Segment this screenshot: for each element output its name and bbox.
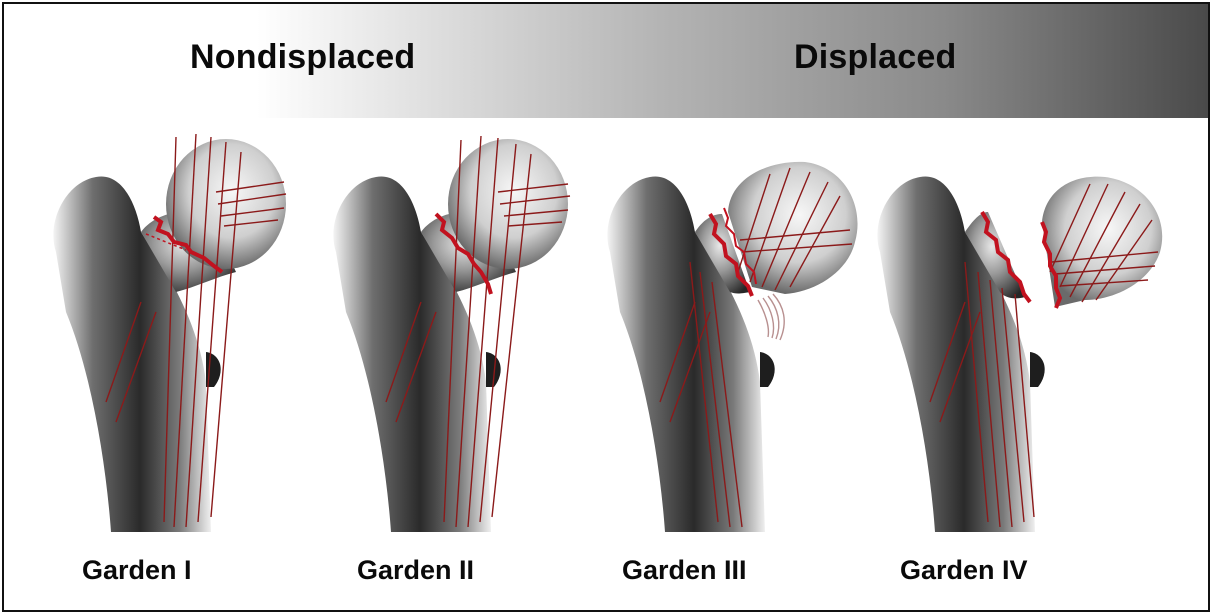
displaced-heading: Displaced [794,38,956,77]
garden-ii-label: Garden II [357,555,474,586]
retinacular-vessels [758,294,784,340]
garden-iii-label: Garden III [622,555,747,586]
femur-garden-i [46,122,346,542]
femoral-head [166,139,286,269]
garden-iv-figure [870,122,1170,542]
femur-garden-ii [326,122,626,542]
lesser-trochanter [760,352,775,387]
femoral-head [448,139,568,269]
garden-i-figure [46,122,346,542]
femoral-head-displaced [728,162,858,294]
femur-garden-iii [600,122,900,542]
lesser-trochanter [1030,352,1045,387]
greater-trochanter [877,176,1035,532]
garden-ii-figure [326,122,626,542]
nondisplaced-heading: Nondisplaced [190,38,415,77]
femur-garden-iv [870,122,1170,542]
garden-iv-label: Garden IV [900,555,1028,586]
garden-iii-figure [600,122,900,542]
displacement-gradient-band: Nondisplaced Displaced [4,4,1208,118]
garden-i-label: Garden I [82,555,192,586]
